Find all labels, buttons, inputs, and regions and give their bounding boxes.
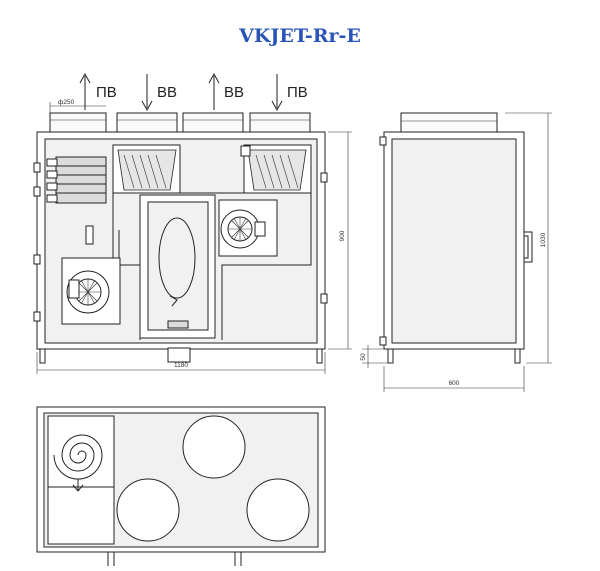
leg xyxy=(316,348,323,364)
duct-flange xyxy=(49,112,107,133)
leg xyxy=(387,348,394,364)
spiral-coil-icon xyxy=(53,434,103,480)
front-height-label: 900 xyxy=(339,230,346,241)
arrow-up-icon-head xyxy=(208,72,220,84)
front-width-dimension: 1180 xyxy=(36,352,326,374)
duct-flange xyxy=(116,112,178,133)
leg-height-dimension: 50 xyxy=(360,345,388,368)
side-height-label: 1030 xyxy=(540,232,547,247)
front-height-dimension: 900 xyxy=(328,131,352,350)
hinge xyxy=(33,186,41,197)
hinge xyxy=(33,311,41,322)
side-handle xyxy=(524,231,533,263)
flow-extract-in: ВВ xyxy=(141,74,177,112)
flow-label-extract-in: ВВ xyxy=(157,84,177,101)
arrow-up-icon-head xyxy=(79,72,91,84)
rotary-heat-exchanger xyxy=(139,194,216,339)
flow-label-supply-in: ПВ xyxy=(287,84,308,101)
latch xyxy=(320,293,328,304)
flow-label-supply-out: ПВ xyxy=(96,84,117,101)
side-width-dimension: 600 xyxy=(383,366,525,392)
flow-supply-out: ПВ xyxy=(79,72,117,110)
duct-flange xyxy=(400,112,498,133)
filter-left xyxy=(112,144,181,194)
fan-extract xyxy=(218,199,278,257)
drawing-title: VKJET-Rr-E xyxy=(238,25,361,47)
filter-right xyxy=(240,144,312,194)
hinge xyxy=(33,162,41,173)
duct-flange xyxy=(182,112,244,133)
top-view xyxy=(36,406,326,566)
leg xyxy=(514,348,521,364)
front-view: ПВ ВВ ВВ ПВ ф250 xyxy=(33,72,352,374)
flow-supply-in: ПВ xyxy=(271,74,308,112)
heater-block xyxy=(55,156,107,204)
duct-opening xyxy=(246,478,310,542)
flow-extract-out: ВВ xyxy=(208,72,244,110)
drive-motor xyxy=(167,320,189,329)
duct-diameter-label: ф250 xyxy=(58,99,75,106)
latch xyxy=(320,172,328,183)
rotation-arrow-icon xyxy=(158,217,196,299)
flow-label-extract-out: ВВ xyxy=(224,84,244,101)
drain-outlet xyxy=(167,347,191,363)
hinge xyxy=(33,254,41,265)
duct-flange xyxy=(249,112,311,133)
sensor xyxy=(85,225,94,245)
control-compartment xyxy=(47,415,115,545)
duct-diameter-dimension: ф250 xyxy=(49,99,106,114)
fan-supply xyxy=(61,257,121,325)
side-width-label: 600 xyxy=(449,380,460,387)
side-height-dimension: 1030 xyxy=(505,112,552,364)
arrow-down-icon-head xyxy=(271,100,283,112)
arrow-down-icon-head xyxy=(141,100,153,112)
side-view: 600 1030 50 xyxy=(360,112,552,392)
duct-opening xyxy=(116,478,180,542)
front-width-label: 1180 xyxy=(174,362,188,369)
duct-opening xyxy=(182,415,246,479)
heater-stack xyxy=(46,156,107,204)
leg xyxy=(39,348,46,364)
leg-height-label: 50 xyxy=(360,353,367,361)
